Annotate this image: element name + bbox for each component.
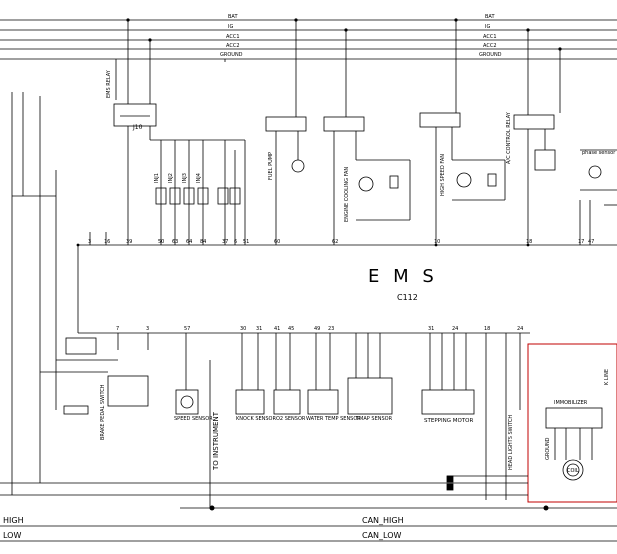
stepping-motor-label: STEPPING MOTOR: [424, 418, 474, 424]
ems-pin-top: 63: [172, 239, 179, 245]
bus-bat-label-right: BAT: [485, 14, 495, 20]
ems-pin-bottom: 31: [256, 326, 263, 332]
injector-1-label: INJ1: [154, 173, 160, 183]
bus-acc2-label-right: ACC2: [483, 43, 497, 49]
water-temp-sensor-label: WATER TEMP SENSOR: [306, 416, 361, 422]
immobilizer-label: IMMOBILIZER: [554, 400, 588, 406]
ems-pin-bottom: 31: [428, 326, 435, 332]
brake-pedal-switch-label: BRAKE PEDAL SWITCH: [100, 384, 106, 441]
ems-pin-bottom: 23: [328, 326, 335, 332]
ems-pin-top: 64: [186, 239, 193, 245]
head-lights-switch-label: HEAD LIGHTS SWITCH: [508, 414, 514, 470]
ems-pin-bottom: 18: [484, 326, 491, 332]
bus-ig-label: IG: [228, 24, 234, 30]
ems-title: E M S: [368, 266, 438, 287]
knock-sensor-label: KNOCK SENSOR: [236, 416, 276, 422]
k-line-label: K LINE: [604, 368, 610, 385]
ems-pin-top: 39: [126, 239, 133, 245]
bus-acc1-label-right: ACC1: [483, 34, 497, 40]
ems-pin-top: 3: [88, 239, 92, 245]
ems-pin-top: 37: [222, 239, 229, 245]
coil-label: COIL: [567, 468, 579, 474]
ems-relay-label: EMS RELAY: [106, 70, 112, 98]
ems-pin-bottom: 41: [274, 326, 281, 332]
fuel-pump-label: FUEL PUMP: [268, 151, 274, 180]
bus-ig-label-right: IG: [485, 24, 491, 30]
bus-acc1-label: ACC1: [226, 34, 240, 40]
injector-2-label: INJ2: [168, 173, 174, 183]
speed-sensor-label: SPEED SENSOR: [174, 416, 213, 422]
ems-pin-bottom: 30: [240, 326, 247, 332]
connector-j10-label: J10: [133, 124, 143, 131]
ems-pin-bottom: 7: [116, 326, 120, 332]
tmap-sensor-label: TMAP SENSOR: [356, 416, 393, 422]
ems-pin-top: 60: [274, 239, 281, 245]
ems-pin-top: 17: [578, 239, 585, 245]
can-high-left-label: HIGH: [3, 516, 24, 525]
immobilizer-ground-label: GROUND: [545, 437, 551, 460]
ems-pin-top: 47: [588, 239, 595, 245]
ems-pin-top: 16: [104, 239, 111, 245]
ems-pin-bottom: 3: [146, 326, 150, 332]
high-speed-fan-label: HIGH SPEED FAN: [440, 154, 446, 196]
bus-acc2-label: ACC2: [226, 43, 240, 49]
can-low-left-label: LOW: [3, 531, 22, 540]
ems-pin-bottom: 24: [517, 326, 524, 332]
ems-pin-bottom: 57: [184, 326, 191, 332]
ems-pin-bottom: 24: [452, 326, 459, 332]
ems-code: C112: [397, 293, 418, 302]
bus-ground-label-right: GROUND: [479, 52, 502, 58]
ems-pin-top: 18: [526, 239, 533, 245]
ems-pin-top: 51: [243, 239, 250, 245]
o2-sensor-label: O2 SENSOR: [276, 416, 306, 422]
ems-pin-top: 6: [234, 239, 238, 245]
ems-pin-bottom: 49: [314, 326, 321, 332]
can-high-right-label: CAN_HIGH: [362, 516, 404, 525]
ems-pin-top: 50: [158, 239, 165, 245]
ems-pin-top: 62: [332, 239, 339, 245]
ems-pin-bottom: 45: [288, 326, 295, 332]
to-instrument-label: TO INSTRUMENT: [212, 412, 220, 470]
injector-3-label: INJ3: [182, 173, 188, 183]
ems-pin-top: 84: [200, 239, 207, 245]
engine-cooling-fan-label: ENGINE COOLING FAN: [344, 166, 350, 222]
bus-bat-label: BAT: [228, 14, 238, 20]
can-low-right-label: CAN_LOW: [362, 531, 402, 540]
injector-4-label: INJ4: [196, 173, 202, 183]
bus-ground-label: GROUND: [220, 52, 243, 58]
ac-control-relay-label: A/C CONTROL RELAY: [506, 112, 512, 164]
phase-sensor-label: phase sensor: [582, 150, 616, 156]
ems-pin-top: 10: [434, 239, 441, 245]
